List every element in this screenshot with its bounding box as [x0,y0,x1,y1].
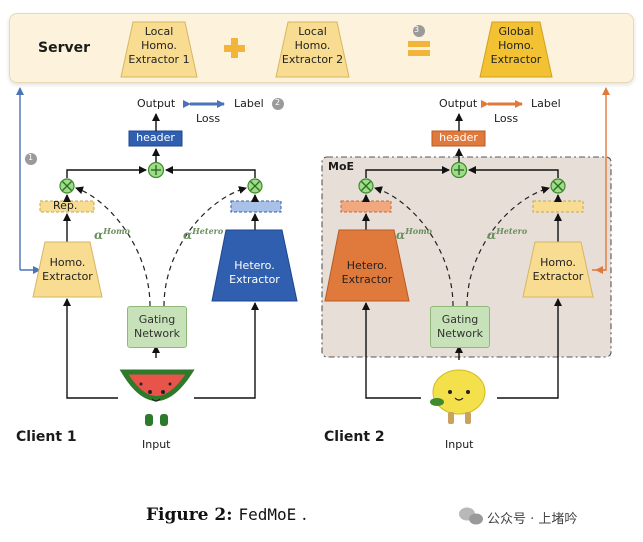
client2-rep-left [340,200,392,213]
step-3-label: 3 [414,25,420,34]
server-label: Server [38,40,91,56]
client1-rep-label: Rep. [53,199,78,212]
client2-label-text: Label [531,97,561,110]
client1-rep-right [230,200,282,213]
local-extractor-1-shape [120,21,198,78]
client2-hetero-extractor-label: Hetero.Extractor [341,259,393,286]
client1-loss-label: Loss [196,112,221,125]
lemon-plush-icon [430,369,486,424]
client2-alpha-hetero: αHetero [487,226,528,242]
step-3-marker [413,25,425,37]
watermark-text: 公众号 · 上堵吟 [487,512,578,527]
client1-header-label: header [136,131,175,144]
global-extractor-shape [479,21,553,78]
step-2-marker [272,98,284,110]
local-extractor-2-shape [275,21,350,78]
client1-alpha-hetero: αHetero [183,226,224,242]
caption-name: FedMoE [238,505,297,524]
client2-homo-extractor-shape [522,241,594,298]
caption-prefix: Figure 2: [145,505,239,525]
client1-homo-extractor-label: Homo.Extractor [42,256,93,283]
client1-hetero-extractor-shape [211,229,298,302]
client2-homo-extractor-label: Homo.Extractor [532,256,584,283]
step-1-marker [25,153,37,165]
client1-output-label: Output [137,97,176,110]
plus-symbol-h [224,45,245,52]
watermelon-plush-icon [119,369,195,426]
client1-label-text: Label [234,97,264,110]
wechat-icon [459,507,483,525]
client1-homo-extractor-shape [32,241,103,298]
client2-rep-right [532,200,584,213]
client2-input-label: Input [445,438,474,451]
step-1-label: 1 [28,153,34,162]
equals-symbol-top [408,41,430,47]
step-2-label: 2 [275,98,281,107]
caption-suffix: . [296,505,308,525]
figure-caption: Figure 2: FedMoE . [0,505,643,525]
equals-symbol-bottom [408,50,430,56]
client2-header-label: header [439,131,478,144]
client2-output-label: Output [439,97,478,110]
client1-title: Client 1 [16,429,77,445]
client2-loss-label: Loss [494,112,519,125]
client1-input-label: Input [142,438,171,451]
client2-hetero-extractor-shape [324,229,410,302]
client2-alpha-homo: αHomo [396,226,432,242]
client1-alpha-homo: αHomo [94,226,130,242]
client2-title: Client 2 [324,429,385,445]
client1-hetero-extractor-label: Hetero.Extractor [229,259,280,286]
moe-label: MoE [328,160,355,173]
